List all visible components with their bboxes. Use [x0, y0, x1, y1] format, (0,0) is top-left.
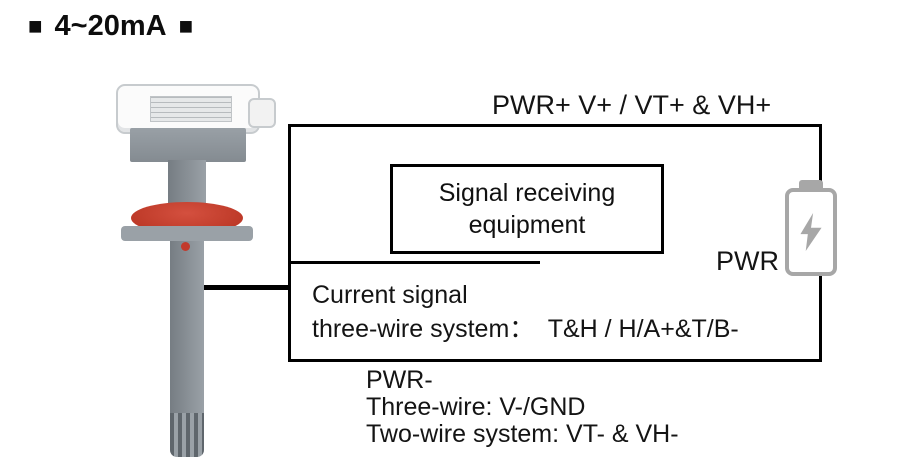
sensor-probe — [170, 240, 204, 415]
current-signal-label: Current signal — [312, 281, 468, 309]
circuit-top-wire — [288, 124, 822, 127]
battery-icon — [785, 180, 837, 276]
three-wire-system-label: three-wire system： T&H / H/A+&T/B- — [312, 315, 739, 343]
three-wire-bottom-label: Three-wire: V-/GND — [366, 393, 586, 421]
receiver-label-line1: Signal receiving — [438, 178, 616, 207]
title-right-square-icon: ■ — [178, 12, 194, 40]
signal-mid-wire — [288, 261, 540, 264]
sensor-nameplate — [150, 96, 232, 122]
probe-vent-tip — [170, 413, 204, 457]
circuit-bottom-wire — [288, 359, 822, 362]
title-left-square-icon: ■ — [28, 12, 43, 40]
cable-gland — [248, 98, 276, 128]
top-wire-label: PWR+ V+ / VT+ & VH+ — [492, 90, 772, 120]
mounting-flange-plate — [121, 226, 253, 241]
receiver-box: Signal receiving equipment — [390, 164, 664, 254]
page-title-row: ■ 4~20mA ■ — [28, 10, 193, 43]
receiver-label-line2: equipment — [468, 211, 586, 239]
sensor-output-wire — [204, 285, 290, 290]
lightning-bolt-icon — [800, 213, 822, 251]
flange-screw — [181, 242, 190, 251]
battery-body — [785, 188, 837, 276]
battery-cap — [799, 180, 823, 190]
pwr-minus-label: PWR- — [366, 366, 433, 394]
circuit-left-wire — [288, 124, 291, 362]
sensor-housing — [130, 128, 246, 162]
pwr-label: PWR — [716, 246, 779, 276]
two-wire-bottom-label: Two-wire system: VT- & VH- — [366, 420, 679, 448]
page-title: 4~20mA — [54, 10, 167, 42]
